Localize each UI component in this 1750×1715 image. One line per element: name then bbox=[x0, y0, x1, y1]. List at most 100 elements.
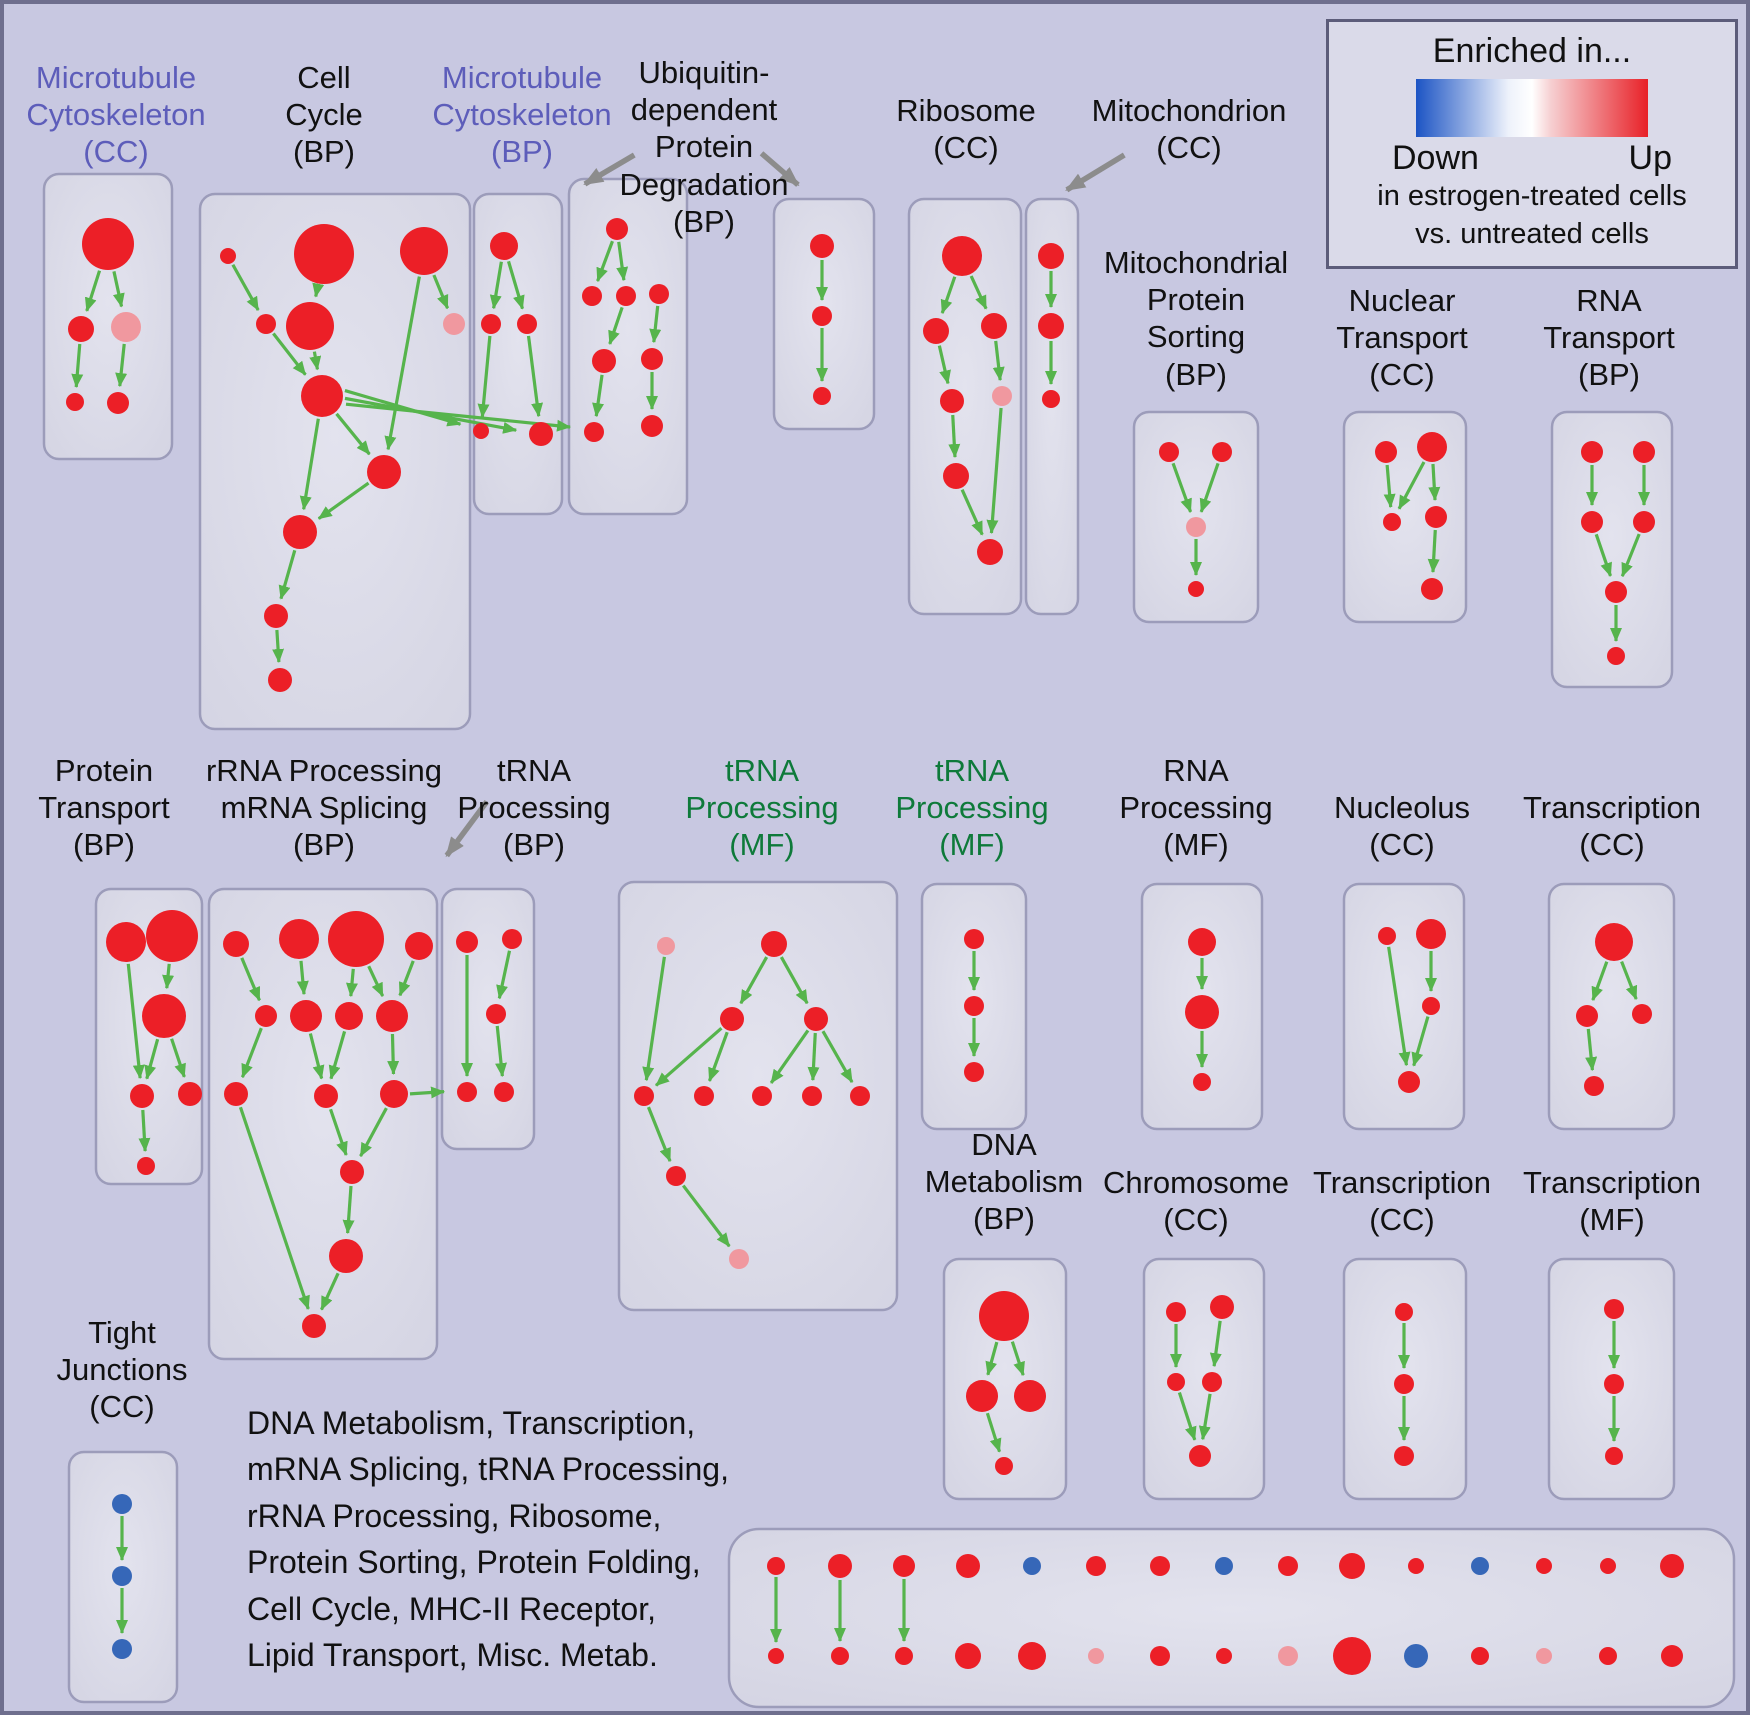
go-term-node bbox=[641, 415, 663, 437]
annotation-arrows-layer bbox=[444, 151, 1126, 858]
go-term-node bbox=[490, 232, 518, 260]
go-term-node bbox=[1216, 1648, 1232, 1664]
go-term-node bbox=[112, 1566, 132, 1586]
go-term-node bbox=[1632, 1004, 1652, 1024]
edge-arrow bbox=[384, 276, 421, 451]
edge-arrow bbox=[948, 414, 961, 459]
edge-arrow bbox=[986, 407, 1003, 535]
edge-arrow bbox=[1387, 946, 1411, 1067]
go-term-node bbox=[1166, 1302, 1186, 1322]
go-term-node bbox=[301, 375, 343, 417]
edge-arrow bbox=[398, 960, 415, 997]
pointer-arrow-icon bbox=[583, 152, 636, 187]
go-term-node bbox=[1604, 1299, 1624, 1319]
edge-arrow bbox=[1620, 960, 1638, 1001]
go-term-node bbox=[940, 389, 964, 413]
go-term-node bbox=[142, 994, 186, 1038]
go-term-node bbox=[831, 1647, 849, 1665]
go-term-node bbox=[340, 1160, 364, 1184]
go-term-node bbox=[82, 218, 134, 270]
edge-arrow bbox=[992, 340, 1005, 382]
label-mitochondrion-cc: Mitochondrion (CC) bbox=[1091, 93, 1287, 166]
edge-arrow bbox=[138, 1109, 151, 1153]
go-term-node bbox=[380, 1080, 408, 1108]
go-term-node bbox=[1395, 1303, 1413, 1321]
label-tight-junctions-cc: Tight Junctions (CC) bbox=[56, 1315, 188, 1425]
go-term-node bbox=[1202, 1372, 1222, 1392]
go-term-node bbox=[1576, 1005, 1598, 1027]
go-term-node bbox=[1425, 506, 1447, 528]
edge-arrow bbox=[1010, 1341, 1025, 1377]
go-term-node bbox=[1607, 647, 1625, 665]
edge-arrow bbox=[387, 1033, 400, 1076]
go-term-node bbox=[1605, 1447, 1623, 1465]
go-term-node bbox=[146, 910, 198, 962]
edge-arrow bbox=[309, 351, 322, 371]
go-term-node bbox=[1018, 1642, 1046, 1670]
go-term-node bbox=[502, 929, 522, 949]
edge-arrow bbox=[299, 418, 320, 511]
label-ubiquitin-dependent-protein-degradation-bp-1: Ubiquitin- dependent Protein Degradation… bbox=[619, 55, 789, 239]
go-term-node bbox=[923, 318, 949, 344]
cluster-box-transcription-cc-mid bbox=[1547, 882, 1676, 1131]
go-term-node bbox=[943, 463, 969, 489]
edge-arrow bbox=[240, 957, 261, 1002]
go-term-node bbox=[290, 1000, 322, 1032]
go-term-node bbox=[1086, 1556, 1106, 1576]
edge-arrow bbox=[969, 275, 988, 310]
go-term-node bbox=[1186, 517, 1206, 537]
go-term-node bbox=[584, 422, 604, 442]
go-term-node bbox=[517, 314, 537, 334]
go-term-node bbox=[1394, 1374, 1414, 1394]
go-term-node bbox=[376, 1000, 408, 1032]
edge-arrow bbox=[821, 1030, 854, 1083]
go-term-node bbox=[473, 423, 489, 439]
go-term-node bbox=[1471, 1647, 1489, 1665]
go-term-node bbox=[1339, 1553, 1365, 1579]
cluster-box-rna-transport-bp bbox=[1550, 410, 1674, 689]
go-term-node bbox=[268, 668, 292, 692]
go-term-node bbox=[995, 1457, 1013, 1475]
go-term-node bbox=[328, 911, 384, 967]
go-term-node bbox=[255, 1005, 277, 1027]
edge-arrow bbox=[144, 1038, 160, 1080]
edge-arrow bbox=[592, 374, 604, 418]
edge-arrow bbox=[985, 1412, 1002, 1453]
go-term-node bbox=[112, 1639, 132, 1659]
legend-endpoints: Down Up bbox=[1392, 139, 1672, 178]
edge-arrow bbox=[320, 1272, 340, 1311]
go-term-node bbox=[1595, 923, 1633, 961]
edge-arrow bbox=[359, 1107, 388, 1158]
edge-arrow bbox=[506, 260, 525, 310]
legend-subtitle-line1: in estrogen-treated cells bbox=[1377, 180, 1687, 212]
edge-arrow bbox=[328, 1030, 347, 1080]
edge-arrow bbox=[707, 1031, 729, 1082]
go-term-node bbox=[964, 1062, 984, 1082]
edge-arrow bbox=[272, 629, 285, 664]
edge-arrow bbox=[1177, 1391, 1197, 1441]
go-term-node bbox=[893, 1555, 915, 1577]
go-term-node bbox=[107, 392, 129, 414]
go-term-node bbox=[1633, 441, 1655, 463]
go-term-node bbox=[582, 286, 602, 306]
edge-arrow bbox=[126, 963, 145, 1080]
edge-arrow bbox=[71, 343, 84, 389]
go-term-node bbox=[1038, 313, 1064, 339]
label-dna-metabolism-bp: DNA Metabolism (BP) bbox=[924, 1127, 1084, 1237]
go-term-node bbox=[1088, 1648, 1104, 1664]
label-trna-processing-mf-small: tRNA Processing (MF) bbox=[895, 753, 1049, 863]
go-term-node bbox=[694, 1086, 714, 1106]
edge-arrow bbox=[115, 343, 128, 388]
go-term-node bbox=[964, 996, 984, 1016]
go-term-node bbox=[223, 931, 249, 957]
go-term-node bbox=[956, 1554, 980, 1578]
go-term-node bbox=[657, 937, 675, 955]
go-term-node bbox=[592, 349, 616, 373]
go-term-node bbox=[256, 314, 276, 334]
edge-arrow bbox=[1428, 463, 1441, 502]
go-term-node bbox=[1333, 1637, 1371, 1675]
edge-arrow bbox=[238, 1106, 310, 1310]
edge-arrow bbox=[477, 335, 492, 419]
edge-arrow bbox=[646, 1106, 672, 1163]
cluster-box-dna-metabolism-bp bbox=[942, 1257, 1068, 1501]
